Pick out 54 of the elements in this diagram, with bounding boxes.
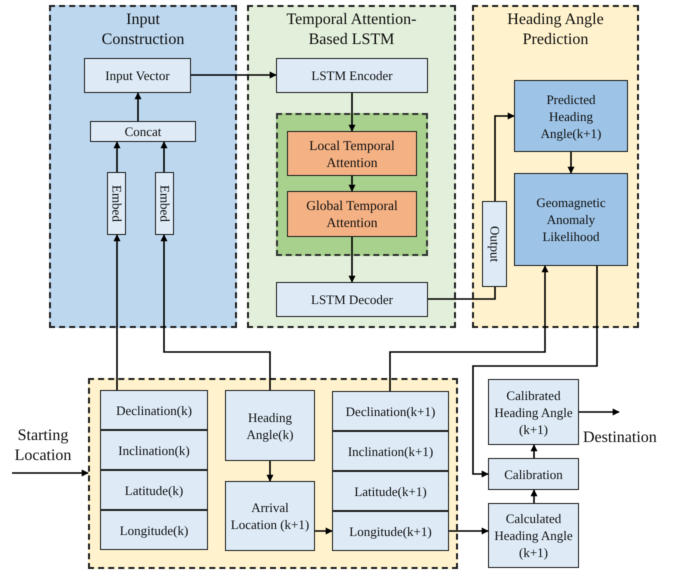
vertical-box: Embed xyxy=(155,172,174,235)
arrow xyxy=(530,444,538,458)
process-box: Inclination(k) xyxy=(100,430,208,470)
arrow xyxy=(579,408,620,416)
process-box: Longitude(k) xyxy=(100,510,208,550)
process-box: Arrival Location (k+1) xyxy=(225,481,315,551)
arrow xyxy=(114,234,120,390)
process-box: Concat xyxy=(90,121,196,142)
panel-title: Temporal Attention-Based LSTM xyxy=(286,10,418,50)
arrow xyxy=(530,489,538,503)
module-panel xyxy=(247,5,456,328)
arrow xyxy=(315,528,333,534)
prediction-box: Geomagnetic Anomaly Likelihood xyxy=(514,173,628,266)
arrow xyxy=(348,237,356,283)
panel-title: Input Construction xyxy=(100,10,186,50)
arrow xyxy=(472,266,598,478)
module-panel xyxy=(472,5,639,328)
arrow xyxy=(348,93,356,132)
arrow xyxy=(449,528,489,534)
arrow xyxy=(191,72,277,78)
process-box: Calibrated Heading Angle (k+1) xyxy=(488,379,579,445)
arrow xyxy=(348,176,356,192)
process-box: Latitude(k+1) xyxy=(332,471,449,511)
attention-box: Local Temporal Attention xyxy=(287,131,417,176)
process-box: Declination(k) xyxy=(100,390,208,430)
arrow xyxy=(568,152,574,174)
arrow xyxy=(114,141,120,172)
process-box: Calibration xyxy=(488,458,579,490)
module-panel xyxy=(49,5,237,328)
panel-title: Heading Angle Prediction xyxy=(506,10,605,50)
vertical-box: Output xyxy=(482,201,507,287)
arrow xyxy=(160,234,271,390)
process-box: Input Vector xyxy=(84,58,191,93)
process-box: Longitude(k+1) xyxy=(332,511,449,551)
process-box: Inclination(k+1) xyxy=(332,431,449,471)
flow-label: Destination xyxy=(583,412,669,448)
attention-box: Global Temporal Attention xyxy=(287,191,417,237)
arrow xyxy=(494,112,515,201)
process-box: Heading Angle(k) xyxy=(225,390,315,461)
arrow xyxy=(266,461,274,482)
arrow xyxy=(134,92,142,121)
arrow xyxy=(389,265,548,391)
vertical-box: Embed xyxy=(107,172,126,235)
feature-panel xyxy=(88,378,458,569)
process-box: Declination(k+1) xyxy=(332,391,449,431)
process-box: LSTM Encoder xyxy=(276,58,428,93)
flow-label: Starting Location xyxy=(14,426,72,466)
attention-panel xyxy=(276,113,428,256)
prediction-box: Predicted Heading Angle(k+1) xyxy=(514,80,628,152)
process-box: Latitude(k) xyxy=(100,470,208,510)
process-box: LSTM Decoder xyxy=(276,282,428,317)
process-box: Calculated Heading Angle (k+1) xyxy=(488,503,579,568)
arrow xyxy=(12,470,89,476)
arrow xyxy=(160,141,168,172)
